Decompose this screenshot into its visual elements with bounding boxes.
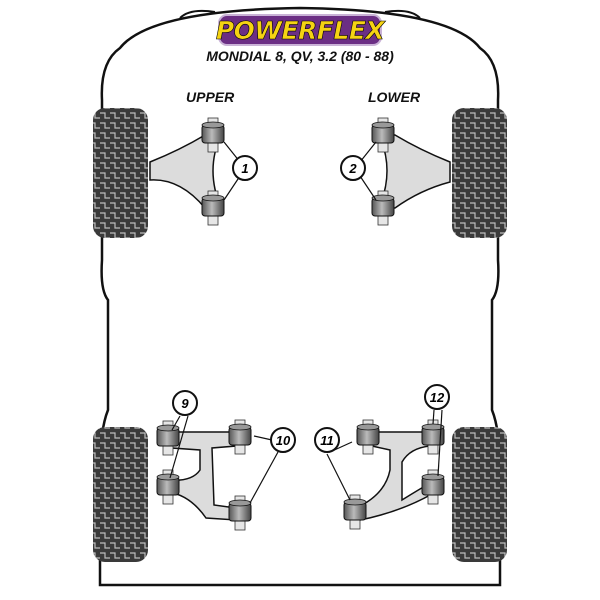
- tire-front-left: [93, 108, 148, 238]
- vehicle-model-title: MONDIAL 8, QV, 3.2 (80 - 88): [206, 48, 394, 64]
- brand-text: POWERFLEX: [215, 15, 385, 45]
- leader-lines: [169, 141, 443, 504]
- powerflex-logo: POWERFLEX: [215, 14, 385, 46]
- car-body-outline: [98, 6, 502, 587]
- part-number-11: 11: [314, 427, 340, 453]
- part-number-12: 12: [424, 384, 450, 410]
- tire-front-right: [452, 108, 507, 238]
- part-number-10: 10: [270, 427, 296, 453]
- lower-section-label: LOWER: [368, 89, 421, 105]
- tire-rear-left: [93, 427, 148, 562]
- part-number-9: 9: [172, 390, 198, 416]
- upper-section-label: UPPER: [186, 89, 235, 105]
- tire-rear-right: [452, 427, 507, 562]
- lower-wishbone: [377, 134, 451, 209]
- part-number-2: 2: [340, 155, 366, 181]
- part-number-1: 1: [232, 155, 258, 181]
- upper-wishbone: [149, 134, 223, 209]
